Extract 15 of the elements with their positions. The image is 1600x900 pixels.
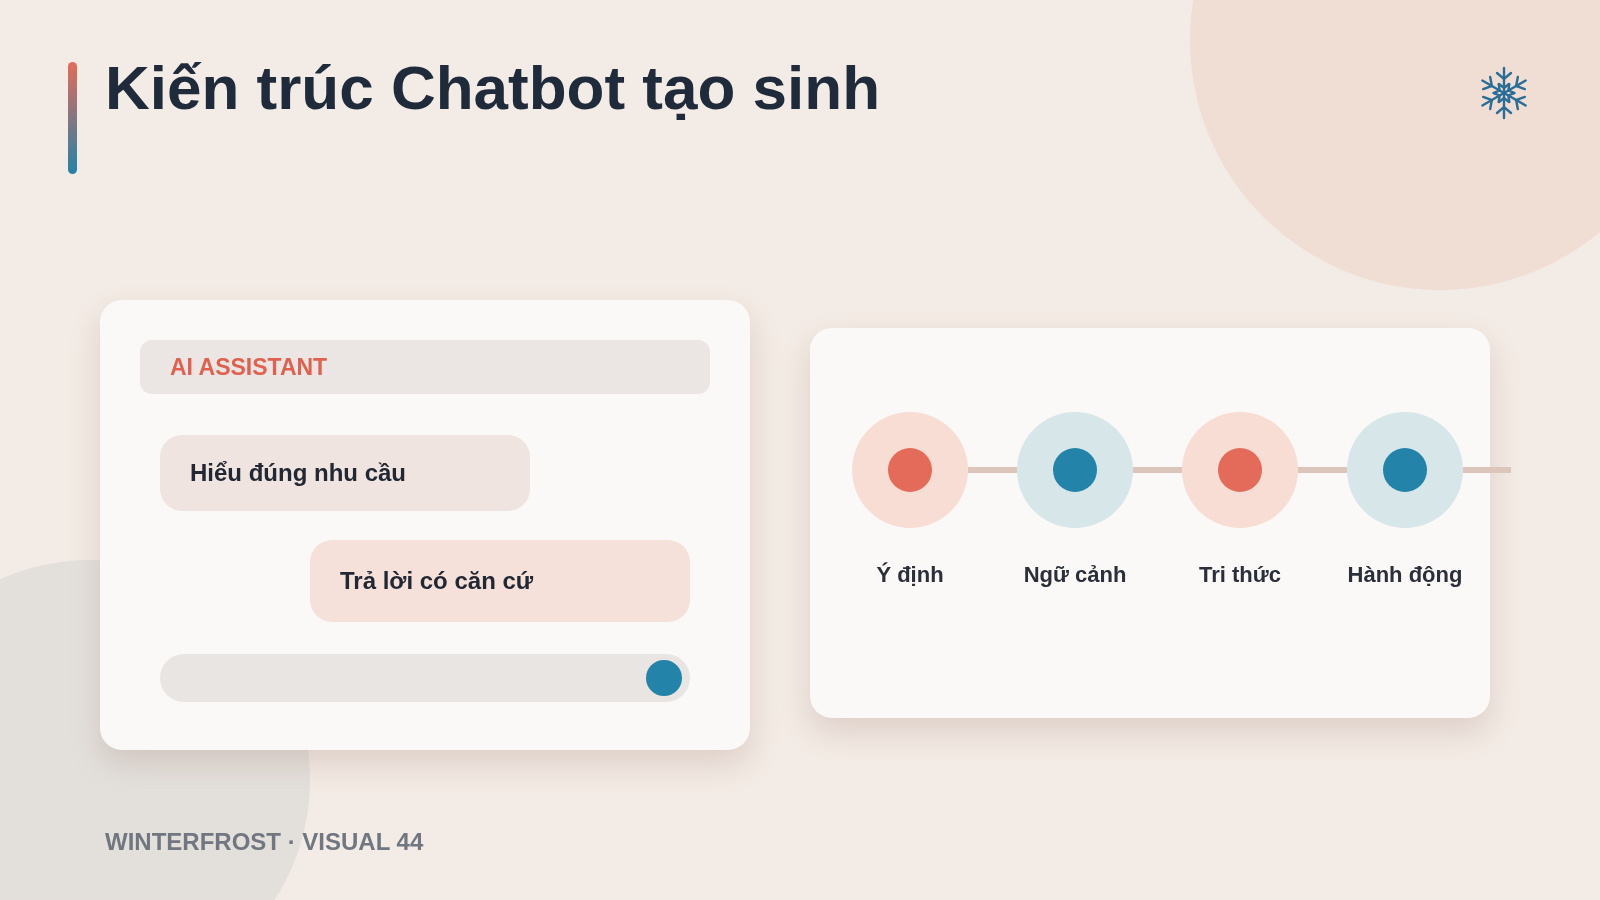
footer-text: WINTERFROST · VISUAL 44 <box>105 828 424 856</box>
chat-bubble: Hiểu đúng nhu cầu <box>160 435 530 511</box>
step-label: Ngữ cảnh <box>1022 562 1128 588</box>
card-panel <box>100 300 750 750</box>
step-label: Ý định <box>875 562 945 588</box>
chat-bubble: Trả lời có căn cứ <box>310 540 690 622</box>
title: Kiến trúc Chatbot tạo sinh <box>105 52 880 123</box>
card-panel <box>810 328 1490 718</box>
connector-line <box>968 467 1017 473</box>
connector-line <box>1133 467 1182 473</box>
header-bar: AI ASSISTANT <box>140 340 710 394</box>
connector-line <box>1298 467 1347 473</box>
step-label: Tri thức <box>1198 562 1282 588</box>
connector-line <box>1463 467 1511 473</box>
step-label: Hành động <box>1346 562 1464 588</box>
